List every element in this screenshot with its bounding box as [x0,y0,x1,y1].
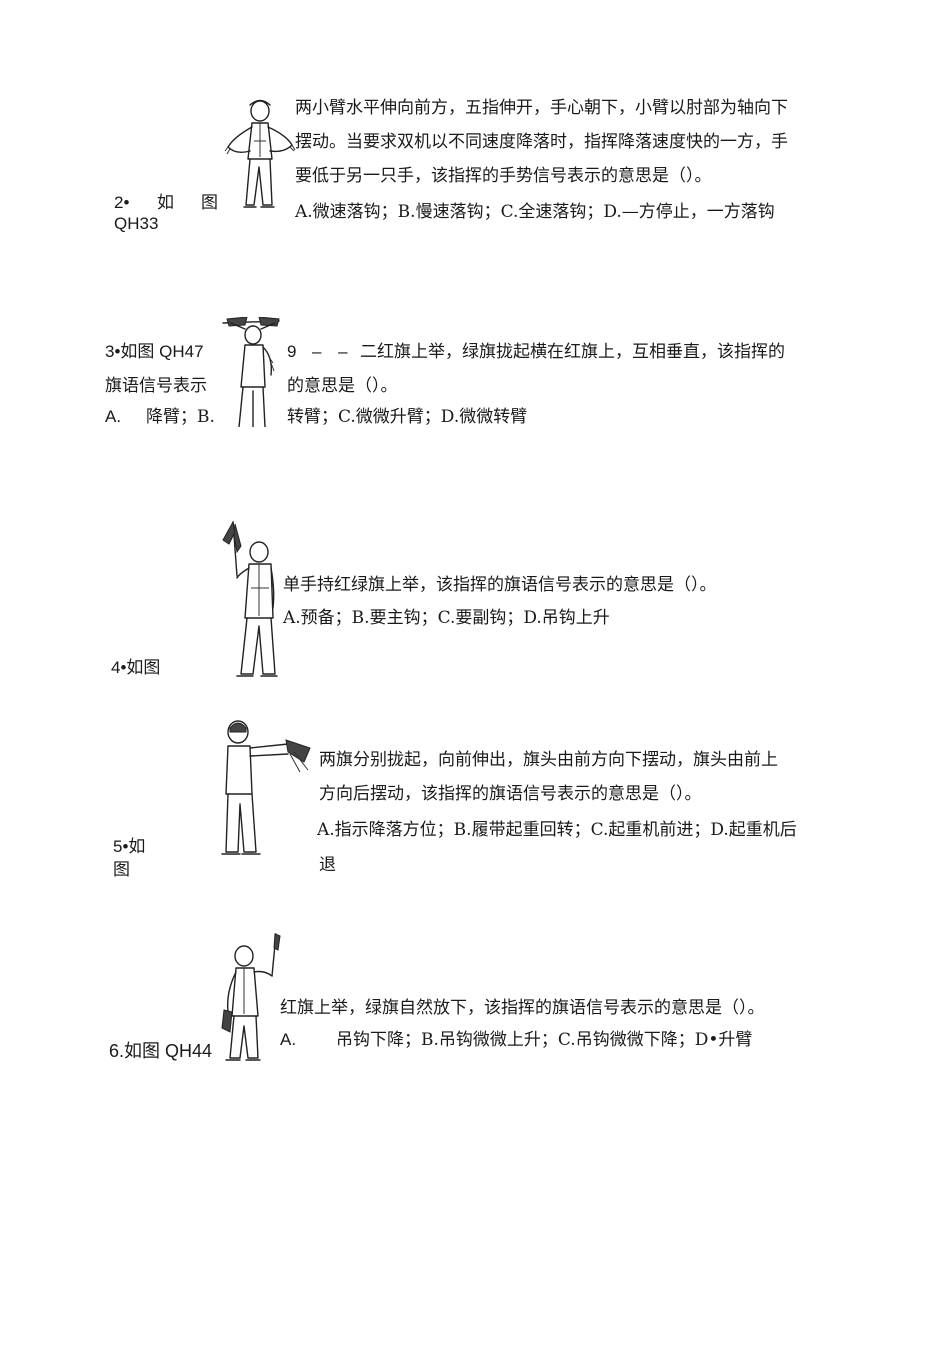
question-text-line: 摆动。当要求双机以不同速度降落时，指挥降落速度快的一方，手 [295,132,788,152]
signal-figure-qh47 [222,317,280,427]
answer-options: 转臂；C.微微升臂；D.微微转臂 [287,407,528,427]
question-number: 4•如图 [111,658,161,677]
question-text-line: 的意思是（）。 [287,376,398,396]
answer-option-text: 降臂；B. [146,407,215,427]
signal-figure-flags-forward [221,720,311,855]
question-text-line: 要低于另一只手，该指挥的手势信号表示的意思是（）。 [295,166,712,186]
question-text-line: 二红旗上举，绿旗拢起横在红旗上，互相垂直，该指挥的 [360,342,785,362]
figure-code: QH33 [114,214,159,233]
question-number: 6.如图 QH44 [109,1041,213,1061]
signal-figure-qh44 [221,933,281,1061]
answer-options-continued: 退 [319,855,336,875]
stray-mark: 9 [287,342,297,361]
question-text-line: 方向后摆动，该指挥的旗语信号表示的意思是（）。 [319,784,702,804]
question-text-line: 旗语信号表示 [105,376,207,396]
question-text-line: 两旗分别拢起，向前伸出，旗头由前方向下摆动，旗头由前上 [319,750,778,770]
question-number: 2• [114,193,130,212]
question-text-line: 红旗上举，绿旗自然放下，该指挥的旗语信号表示的意思是（）。 [280,998,765,1018]
question-label-part: 图 [201,193,218,213]
signal-figure-flag-raised [222,520,278,677]
answer-option-a: A. [105,407,122,426]
signal-figure-qh33 [224,99,296,208]
question-label-part: 图 [113,860,130,880]
question-number: 5•如 [113,837,146,856]
answer-option-a: A. [280,1030,297,1049]
answer-options: A.预备；B.要主钩；C.要副钩；D.吊钩上升 [283,608,610,628]
question-text-line: 单手持红绿旗上举，该指挥的旗语信号表示的意思是（）。 [283,575,717,595]
question-text-line: 两小臂水平伸向前方，五指伸开，手心朝下，小臂以肘部为轴向下 [295,98,788,118]
question-label-part: 如 [157,193,174,213]
answer-options: A.微速落钩；B.慢速落钩；C.全速落钩；D.—方停止，一方落钩 [295,202,775,222]
question-number: 3•如图 QH47 [105,342,204,361]
answer-options: 吊钩下降；B.吊钩微微上升；C.吊钩微微下降；D•升臂 [336,1030,753,1050]
stray-dashes: ‒ ‒ [312,342,354,361]
answer-options: A.指示降落方位；B.履带起重回转；C.起重机前进；D.起重机后 [317,820,797,840]
